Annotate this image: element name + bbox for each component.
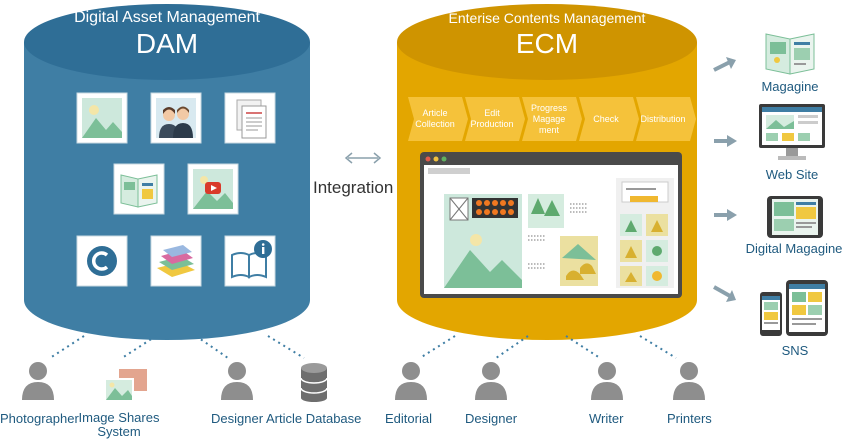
books-icon xyxy=(150,235,202,287)
image-shares-system-icon xyxy=(102,366,150,406)
people-photo-icon xyxy=(150,92,202,144)
output-label-sns: SNS xyxy=(781,343,809,358)
output-label-digital-magazine: Digital Magagine xyxy=(745,241,842,256)
mobile-devices-icon xyxy=(758,278,830,338)
database-icon xyxy=(298,362,330,402)
magazine-icon xyxy=(113,163,165,215)
user-label-designer: Designer xyxy=(465,411,518,426)
output-arrow-digital-magazine xyxy=(712,208,738,222)
video-icon xyxy=(187,163,239,215)
output-label-magazine: Magagine xyxy=(761,79,819,94)
ecm-browser-mockup xyxy=(420,152,682,298)
source-label-designer: Designer xyxy=(211,411,264,426)
editorial-icon xyxy=(394,360,428,400)
source-label-article-database: Article Database xyxy=(266,411,362,426)
landscape-photo-icon xyxy=(76,92,128,144)
ecm-abbr: ECM xyxy=(515,28,579,59)
dam-title: Digital Asset Management xyxy=(74,9,260,26)
documents-icon xyxy=(224,92,276,144)
output-label-website: Web Site xyxy=(765,167,819,182)
copyright-icon xyxy=(76,235,128,287)
magazine-output-icon xyxy=(763,26,817,76)
integration-label: Integration xyxy=(313,178,394,197)
writer-icon xyxy=(590,360,624,400)
ecm-title: Enterise Contents Management xyxy=(448,10,646,26)
source-label-photographer: Photographer xyxy=(0,411,79,426)
printers-icon xyxy=(672,360,706,400)
user-label-editorial: Editorial xyxy=(385,411,432,426)
user-label-writer: Writer xyxy=(589,411,624,426)
output-arrow-sns xyxy=(712,284,738,304)
output-arrow-website xyxy=(712,134,738,148)
dam-abbr: DAM xyxy=(135,28,199,59)
ebook-info-icon xyxy=(224,235,276,287)
photographer-icon xyxy=(21,360,55,400)
designer-icon xyxy=(220,360,254,400)
integration-arrow-icon xyxy=(342,150,384,166)
workflow-step-check: Check xyxy=(579,97,639,141)
website-monitor-icon xyxy=(758,103,826,163)
designer-user-icon xyxy=(474,360,508,400)
user-label-printers: Printers xyxy=(667,411,712,426)
output-arrow-magazine xyxy=(712,56,738,74)
workflow-step-distribution: Distribution xyxy=(636,97,696,141)
source-label-image-shares-system: Image Shares System xyxy=(78,410,160,439)
workflow-step-progress-management: Progress Magage ment xyxy=(522,97,582,141)
workflow-step-article-collection: Article Collection xyxy=(408,97,468,141)
tablet-icon xyxy=(766,195,824,239)
workflow-step-edit-production: Edit Production xyxy=(465,97,525,141)
